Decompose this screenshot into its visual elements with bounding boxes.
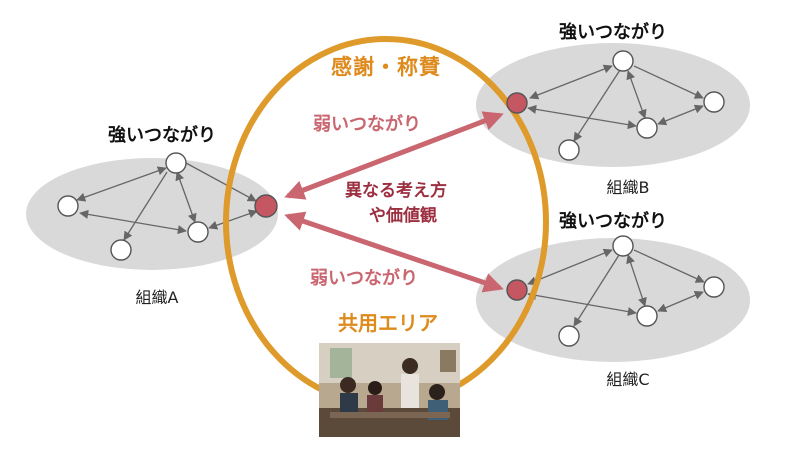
office-people-photo xyxy=(319,343,460,437)
org-c-name: 組織C xyxy=(606,370,649,389)
common-area-label: 共用エリア xyxy=(338,311,438,335)
node xyxy=(110,239,132,261)
hub-node-a xyxy=(254,194,278,218)
node xyxy=(612,50,634,72)
node xyxy=(612,235,634,257)
org-a-edges xyxy=(76,162,258,241)
org-c-edges xyxy=(527,248,705,327)
org-b-nodes xyxy=(506,50,725,161)
node xyxy=(636,305,658,327)
diverse-values-line2: や価値観 xyxy=(369,205,437,226)
hub-node-b xyxy=(506,92,528,114)
org-b-edges xyxy=(527,64,704,142)
hub-node-c xyxy=(506,279,528,301)
org-c-nodes xyxy=(506,235,725,347)
weak-tie-arrow-top xyxy=(284,111,504,200)
gratitude-label: 感謝・称賛 xyxy=(331,55,441,79)
org-a-strong-tie-label: 強いつながり xyxy=(108,124,216,146)
node xyxy=(703,276,725,298)
org-c-strong-tie-label: 強いつながり xyxy=(559,210,667,232)
weak-tie-label-top: 弱いつながり xyxy=(313,113,421,135)
org-a-name: 組織A xyxy=(136,288,179,307)
org-b-strong-tie-label: 強いつながり xyxy=(559,21,667,43)
node xyxy=(636,117,658,139)
node xyxy=(187,221,209,243)
weak-tie-arrow-bottom xyxy=(284,211,504,293)
node xyxy=(57,195,79,217)
org-b-name: 組織B xyxy=(607,178,650,197)
diverse-values-line1: 異なる考え方 xyxy=(345,180,447,201)
weak-tie-label-bottom: 弱いつながり xyxy=(310,267,418,289)
node xyxy=(165,152,187,174)
node xyxy=(703,91,725,113)
org-a-nodes xyxy=(57,152,278,261)
node xyxy=(558,325,580,347)
node xyxy=(558,139,580,161)
